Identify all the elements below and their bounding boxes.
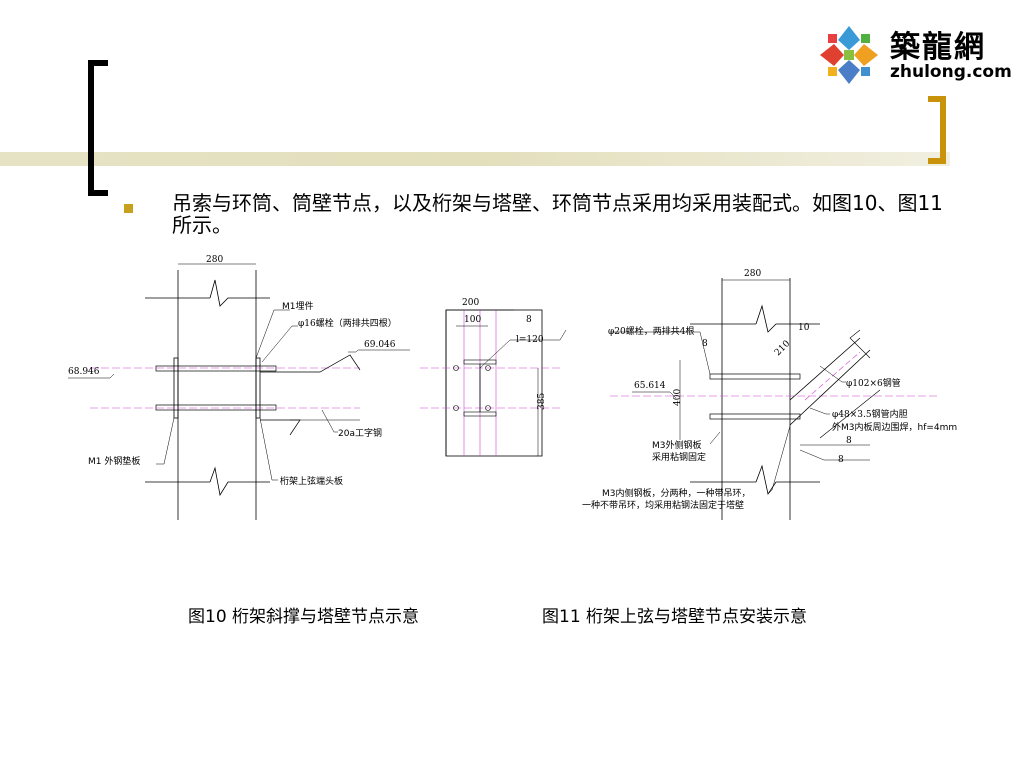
fig11-dim-400: 400 <box>673 389 683 406</box>
fig10-dim-top: 280 <box>206 255 223 265</box>
fig11-dim-top: 280 <box>744 269 761 279</box>
fig11-label-outer-plate-1: M3外侧钢板 <box>652 439 702 451</box>
fig10-label-beam: 20a工字钢 <box>338 427 382 439</box>
fig10-dim-385: 385 <box>537 393 547 410</box>
fig11-elev: 65.614 <box>634 381 666 391</box>
fig11-dim-210: 210 <box>773 339 792 358</box>
fig11-label-bolt: φ20螺栓，两排共4根 <box>608 325 694 337</box>
fig10-label-m1: M1埋件 <box>282 300 314 312</box>
logo-chinese-text: 築龍網 <box>890 30 986 65</box>
fig11-label-weld: 外M3内板周边围焊，hf=4mm <box>832 421 957 433</box>
figure-11-caption: 图11 桁架上弦与塔壁节点安装示意 <box>542 607 808 627</box>
fig11-label-outer-plate-2: 采用粘钢固定 <box>652 451 706 463</box>
bullet-icon <box>124 204 133 213</box>
fig10-dim-l: l=120 <box>516 335 544 345</box>
figure-10-caption: 图10 桁架斜撑与塔壁节点示意 <box>188 607 420 627</box>
zhulong-logo: 築龍網 zhulong.com <box>812 18 1012 92</box>
fig10-dim-100: 100 <box>464 315 481 325</box>
drawings-area: 280 M1埋件 φ16螺栓（两排共四根） 69.046 68.946 20a工… <box>68 255 957 520</box>
fig11-label-inner-plate-1: M3内侧钢板，分两种，一种带吊环， <box>602 487 751 499</box>
fig10-label-bolt: φ16螺栓（两排共四根） <box>298 317 397 329</box>
fig10-dim-8: 8 <box>526 315 532 325</box>
fig10-label-end: 桁架上弦端头板 <box>280 475 343 487</box>
fig10-label-plate: M1 外钢垫板 <box>88 455 140 467</box>
right-bracket-decoration <box>928 96 946 164</box>
title-band <box>0 152 950 166</box>
fig10-dim-200: 200 <box>462 298 479 308</box>
fig11-label-pipe: φ102×6钢管 <box>846 377 901 389</box>
figure-10-drawing: 280 M1埋件 φ16螺栓（两排共四根） 69.046 68.946 20a工… <box>68 255 410 520</box>
figure-10-section-view: 200 100 8 l=120 385 <box>420 298 567 457</box>
fig11-dim-8b: 8 <box>846 436 852 446</box>
fig10-elev-right: 69.046 <box>364 340 396 350</box>
fig11-label-inner-pipe: φ48×3.5钢管内胆 <box>832 408 908 420</box>
pinwheel-logo-icon <box>820 26 878 84</box>
figure-11-drawing: 280 10 φ20螺栓，两排共4根 8 210 65.614 400 φ102… <box>582 269 957 520</box>
fig11-label-inner-plate-2: 一种不带吊环，均采用粘钢法固定于塔壁 <box>582 499 744 511</box>
left-bracket-decoration <box>88 60 108 196</box>
fig10-elev-left: 68.946 <box>68 367 100 377</box>
fig11-dim-10: 10 <box>798 323 810 333</box>
logo-english-text: zhulong.com <box>890 62 1012 82</box>
body-paragraph: 吊索与环筒、筒壁节点，以及桁架与塔壁、环筒节点采用均采用装配式。如图10、图11… <box>172 191 943 237</box>
fig11-dim-8a: 8 <box>702 339 708 349</box>
